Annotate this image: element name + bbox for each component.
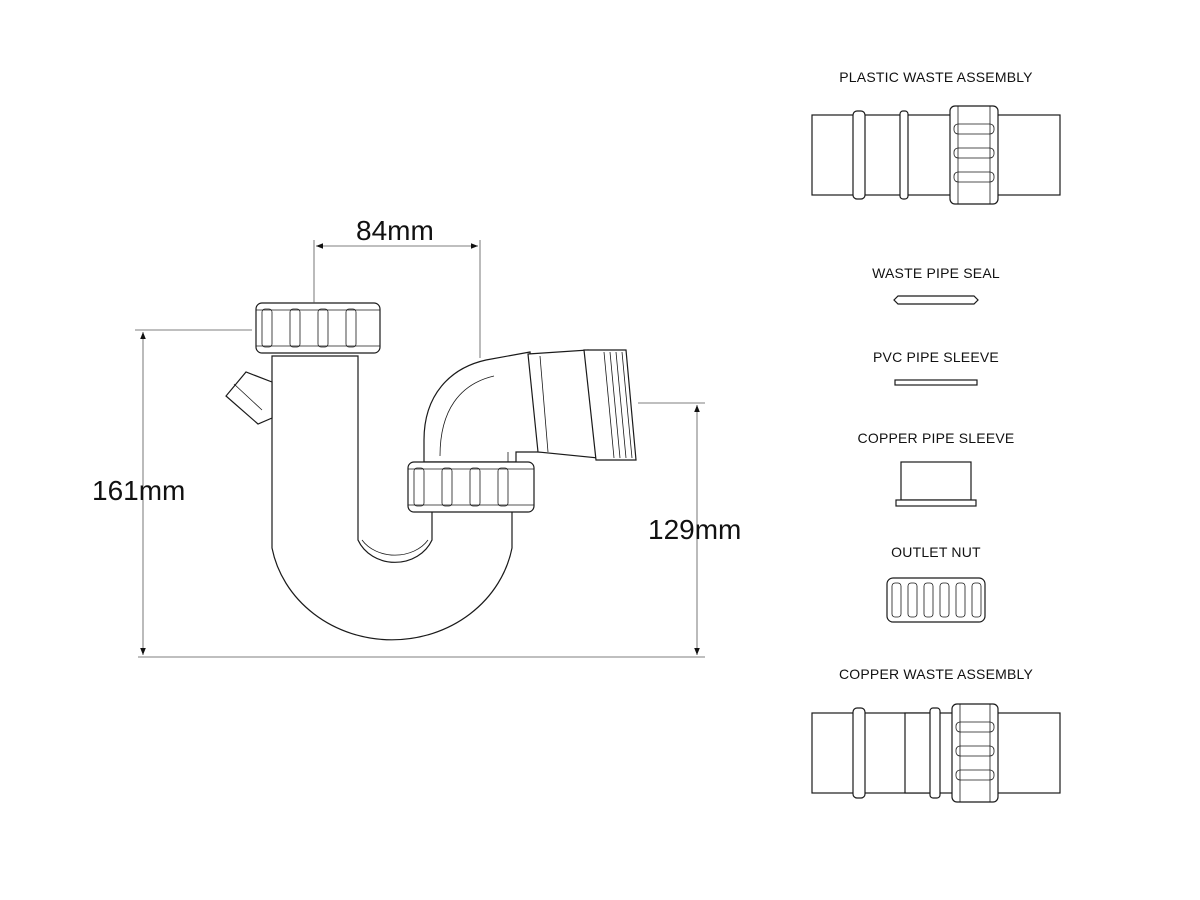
copper-pipe-sleeve-drawing bbox=[895, 461, 977, 507]
part-label-pvc-pipe-sleeve: PVC PIPE SLEEVE bbox=[873, 349, 999, 365]
part-label-waste-pipe-seal: WASTE PIPE SEAL bbox=[872, 265, 1000, 281]
part-label-copper-pipe-sleeve: COPPER PIPE SLEEVE bbox=[858, 430, 1015, 446]
dimension-lines bbox=[135, 240, 705, 658]
part-label-copper-waste-assembly: COPPER WASTE ASSEMBLY bbox=[839, 666, 1033, 682]
plastic-waste-assembly-drawing bbox=[811, 105, 1061, 205]
copper-waste-assembly-drawing bbox=[811, 703, 1061, 803]
p-trap-body bbox=[225, 302, 637, 641]
width-dimension-label: 84mm bbox=[356, 215, 434, 246]
outlet-height-dimension-label: 129mm bbox=[648, 514, 741, 545]
pvc-pipe-sleeve-drawing bbox=[894, 379, 978, 386]
part-label-outlet-nut: OUTLET NUT bbox=[891, 544, 981, 560]
total-height-dimension-label: 161mm bbox=[92, 475, 185, 506]
outlet-nut-drawing bbox=[886, 577, 986, 623]
waste-pipe-seal-drawing bbox=[893, 295, 979, 305]
part-label-plastic-waste-assembly: PLASTIC WASTE ASSEMBLY bbox=[839, 69, 1033, 85]
